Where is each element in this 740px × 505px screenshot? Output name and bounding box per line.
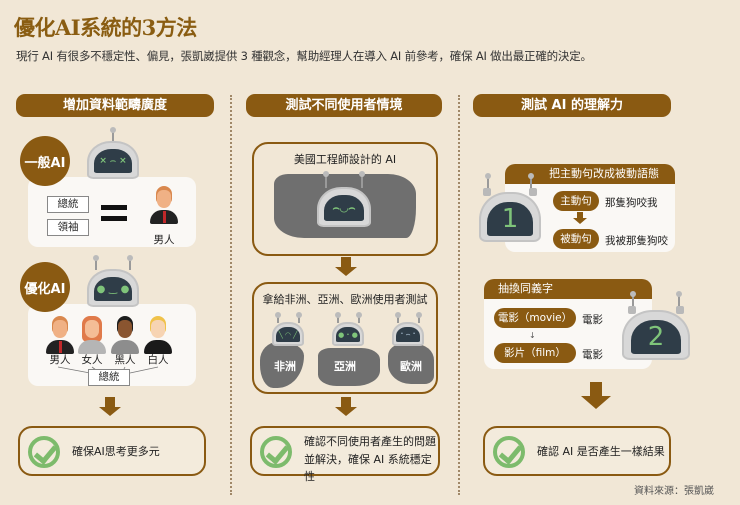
column-header-user-scenarios: 測試不同使用者情境: [246, 94, 442, 117]
column-header-data-breadth: 增加資料範疇廣度: [16, 94, 214, 117]
column-divider: [230, 95, 232, 495]
result-box-diverse: 確保AI思考更多元: [18, 426, 206, 476]
equals-icon: [101, 216, 127, 221]
page-subtitle: 現行 AI 有很多不穩定性、偏見，張凱崴提供 3 種觀念，幫助經理人在導入 AI…: [16, 49, 592, 63]
test2-card-header: 抽換同義字: [484, 279, 652, 299]
term-leader: 領袖: [47, 219, 89, 236]
result-box-consistency: 確認 AI 是否產生一樣結果: [483, 426, 671, 476]
check-icon: [260, 436, 292, 468]
synonym-film-pill: 影片（film）: [494, 343, 576, 363]
check-icon: [28, 436, 60, 468]
column-header-ai-comprehension: 測試 AI 的理解力: [473, 94, 671, 117]
robot-number-2-icon: 2: [622, 290, 692, 362]
term-president: 總統: [88, 369, 130, 386]
europe-map: [388, 344, 434, 384]
man-label: 男人: [49, 354, 71, 366]
general-ai-badge: 一般AI: [20, 136, 70, 186]
connector-lines: [57, 366, 159, 374]
small-arrow-icon: ↓: [529, 331, 536, 340]
white-person-label: 白人: [147, 354, 169, 366]
robot-angry-icon: ╲ ◠ ╱: [271, 312, 305, 346]
page-title: 優化AI系統的3方法: [14, 15, 197, 40]
check-icon: [493, 436, 525, 468]
active-voice-pill: 主動句: [553, 191, 599, 211]
man-label: 男人: [153, 234, 175, 246]
optimized-ai-badge: 優化AI: [20, 262, 70, 312]
robot-number-1-icon: 1: [479, 172, 541, 244]
man-icon: [149, 186, 179, 231]
column-divider: [458, 95, 460, 495]
robot-surprised-icon: ● · ●: [331, 312, 365, 346]
us-ai-box: 美國工程師設計的 AI ⌢◡⌢: [252, 142, 438, 256]
source-credit: 資料來源：張凱崴: [634, 486, 714, 497]
test1-card-header: 把主動句改成被動語態: [505, 164, 675, 184]
white-person-icon: [143, 316, 173, 361]
robot-sad-icon: · ⌢ ·: [391, 312, 425, 346]
passive-voice-pill: 被動句: [553, 229, 599, 249]
robot-laughing-icon: ⌢◡⌢: [316, 171, 372, 228]
robot-happy-icon: ● ‿ ●: [85, 255, 141, 308]
woman-icon: [77, 316, 107, 361]
regions-test-box: 拿給非洲、亞洲、歐洲使用者測試 非洲 ╲ ◠ ╱ 亞洲 ● · ● 歐洲 · ⌢…: [252, 282, 438, 394]
synonym-movie-pill: 電影（movie）: [494, 308, 576, 328]
asia-map: [318, 348, 380, 386]
man-icon: [45, 316, 75, 361]
equals-icon: [101, 205, 127, 210]
black-person-icon: [110, 316, 140, 361]
robot-sad-icon: × ⌢ ×: [85, 127, 141, 180]
result-box-stability: 確認不同使用者產生的問題 並解決，確保 AI 系統穩定性: [250, 426, 440, 483]
black-person-label: 黑人: [114, 354, 136, 366]
term-president: 總統: [47, 196, 89, 213]
woman-label: 女人: [81, 354, 103, 366]
